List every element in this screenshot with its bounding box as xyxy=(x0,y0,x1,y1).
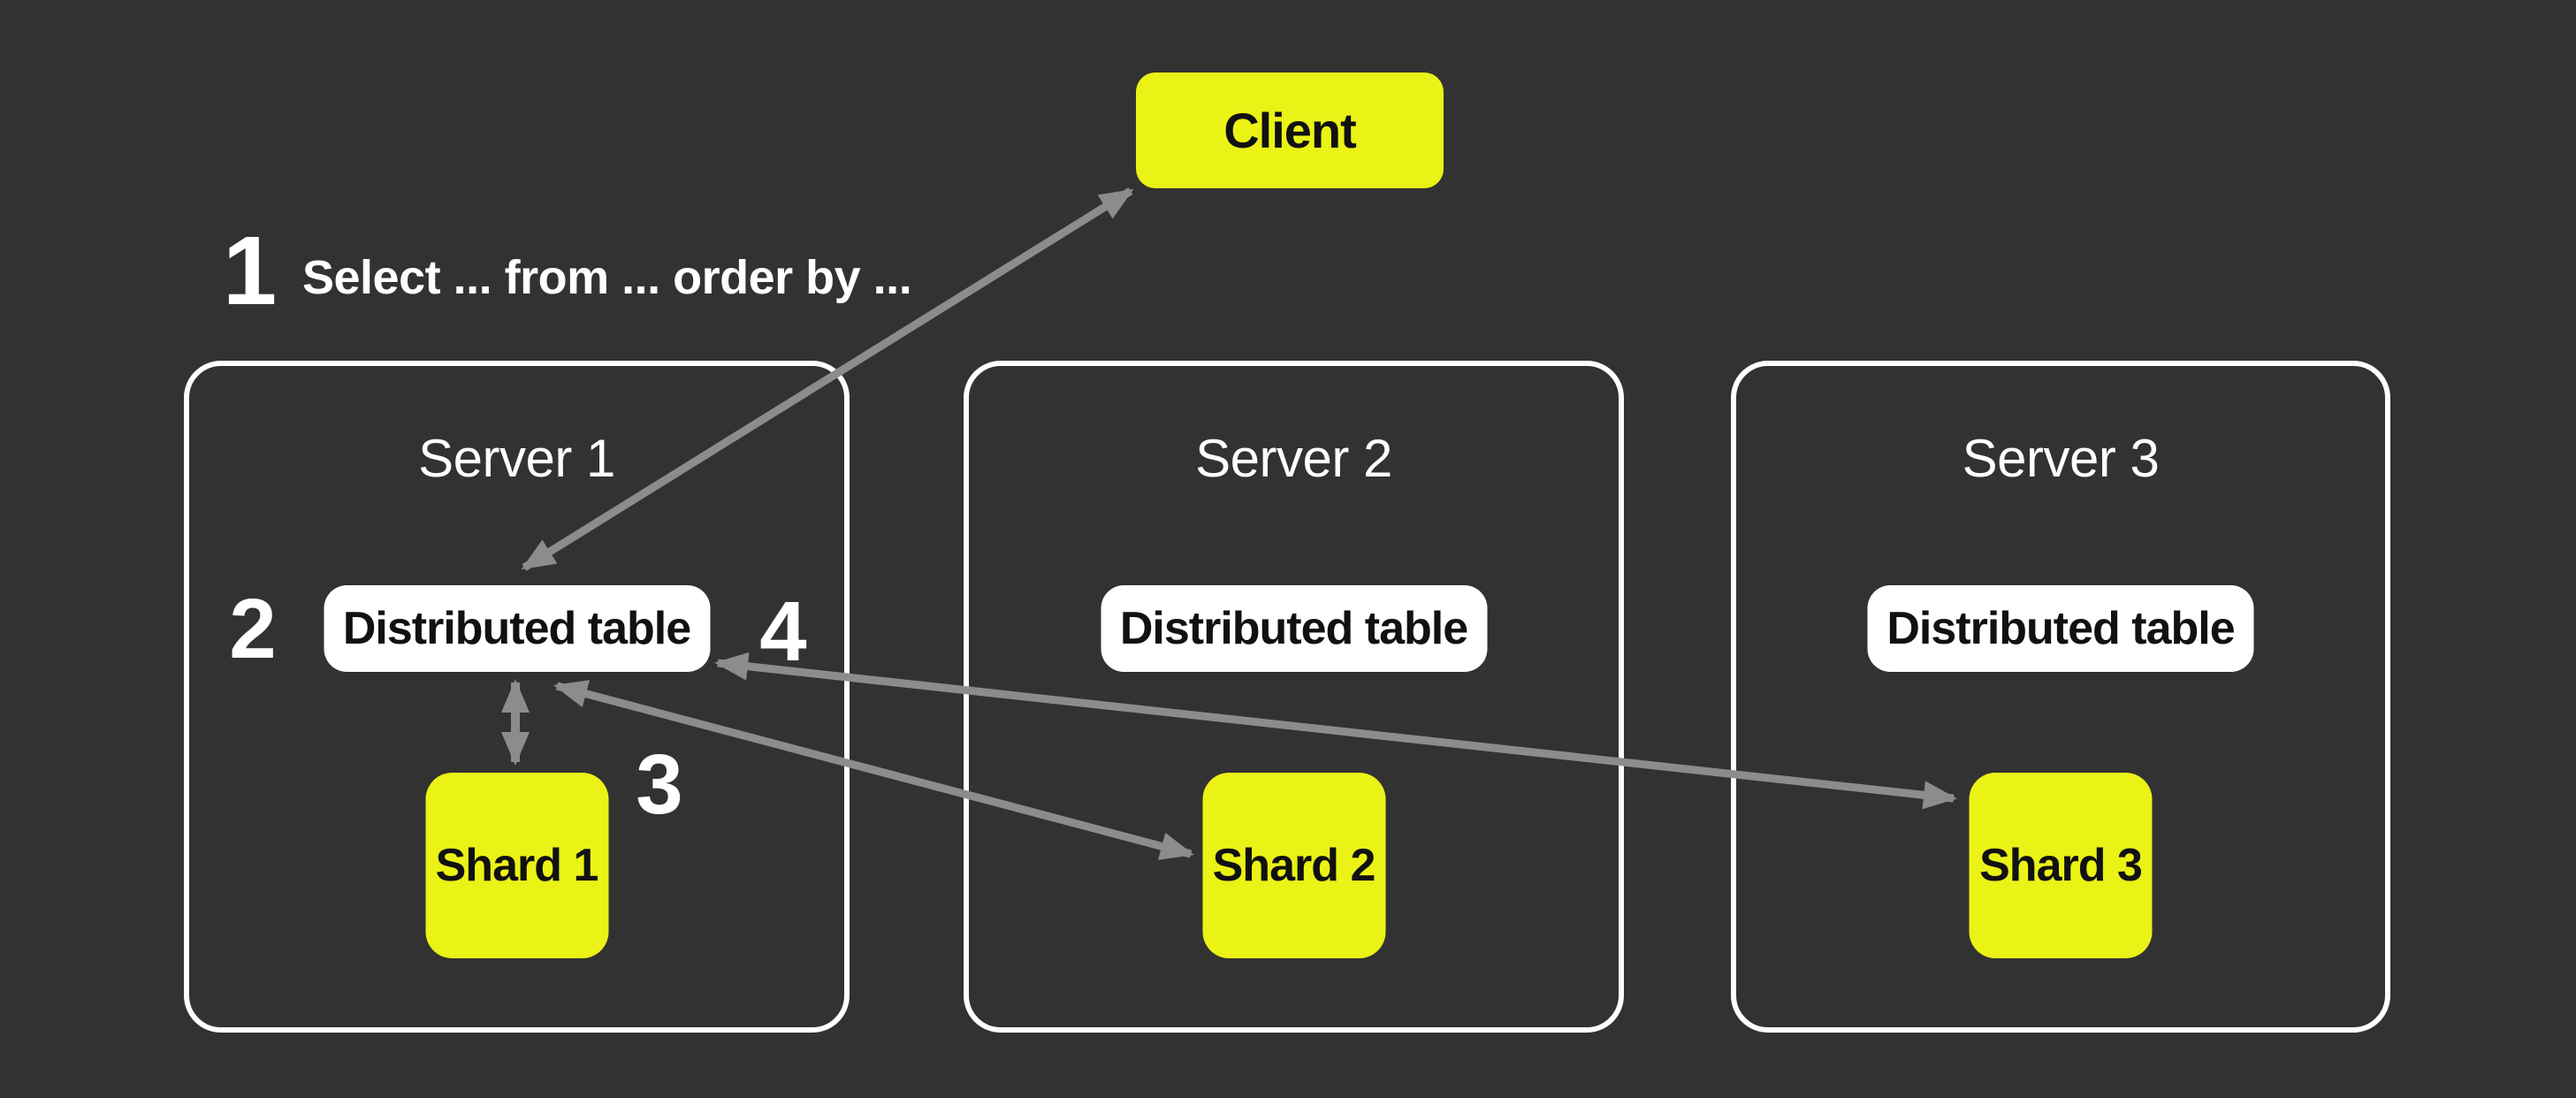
client-label: Client xyxy=(1223,103,1357,158)
step4-number: 4 xyxy=(759,584,807,679)
client-node: Client xyxy=(1136,72,1444,188)
server1-distributed-table: Distributed table xyxy=(324,585,710,672)
server3-distributed-table-label: Distributed table xyxy=(1886,603,2235,654)
server3-box: Server 3 Distributed table Shard 3 xyxy=(1731,361,2390,1033)
step1-query-text: Select ... from ... order by ... xyxy=(302,251,912,304)
step1-number: 1 xyxy=(223,217,278,325)
server2-box: Server 2 Distributed table Shard 2 xyxy=(964,361,1624,1033)
server1-box: Server 1 Distributed table Shard 1 xyxy=(184,361,850,1033)
shard2-node: Shard 2 xyxy=(1202,773,1385,958)
server1-distributed-table-label: Distributed table xyxy=(342,603,691,654)
server1-title: Server 1 xyxy=(418,429,615,488)
server3-distributed-table: Distributed table xyxy=(1867,585,2254,672)
step3-number: 3 xyxy=(636,737,683,832)
server2-title: Server 2 xyxy=(1195,429,1392,488)
shard1-label: Shard 1 xyxy=(435,840,599,891)
server3-title: Server 3 xyxy=(1962,429,2160,488)
server2-distributed-table: Distributed table xyxy=(1101,585,1487,672)
shard3-label: Shard 3 xyxy=(1979,840,2143,891)
shard3-node: Shard 3 xyxy=(1969,773,2153,958)
step2-number: 2 xyxy=(229,582,277,676)
shard1-node: Shard 1 xyxy=(425,773,608,958)
shard2-label: Shard 2 xyxy=(1212,840,1376,891)
server2-distributed-table-label: Distributed table xyxy=(1119,603,1468,654)
